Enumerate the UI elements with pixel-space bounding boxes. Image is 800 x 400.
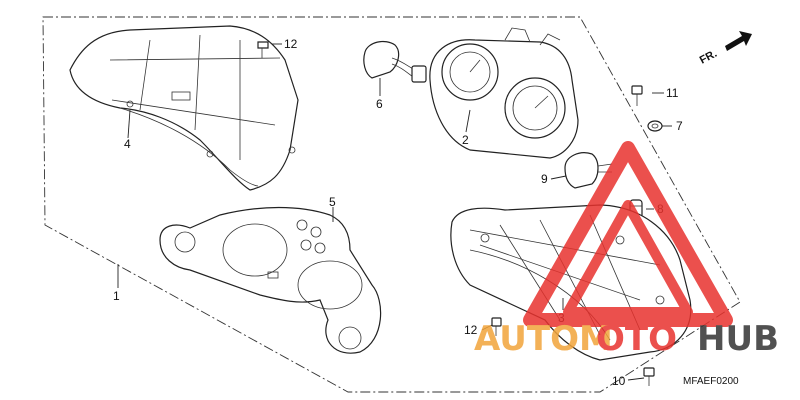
part-11-screw [631,85,643,106]
front-arrow-icon [725,31,752,51]
part-10-screw [643,367,655,386]
part-6-socket-connector [363,40,427,83]
callout-11: 11 [666,86,679,100]
callout-2: 2 [462,133,469,147]
callout-5: 5 [329,195,336,209]
callout-12-lower: 12 [464,323,478,337]
diagram-code: MFAEF0200 [683,376,739,387]
watermark-text-right: HUB [697,319,779,359]
callout-7: 7 [676,119,683,133]
callout-9: 9 [541,172,548,186]
front-direction-indicator: FR. [698,31,752,67]
callout-6: 6 [376,97,383,111]
callout-10: 10 [612,374,626,388]
callout-1: 1 [113,289,120,303]
part-7-grommet [647,120,663,132]
part-12-screw-lower [491,317,502,336]
assembly-frame [42,16,741,393]
front-label: FR. [698,48,719,67]
leader-lines [117,43,672,381]
callout-4: 4 [124,137,131,151]
watermark-logo: AUTOM OTO HUB [474,141,779,359]
watermark-triangle-outer [523,141,733,327]
watermark-text-mid: OTO [596,319,677,359]
part-12-screw-upper [257,41,269,58]
part-5-meter-panel [159,206,382,354]
watermark-text-left: AUTOM [474,319,613,359]
callout-12-upper: 12 [284,37,298,51]
watermark-triangle-inner [563,200,693,317]
part-9-sensor [564,152,613,189]
part-4-meter-visor [69,25,299,191]
part-2-meter-assembly [429,27,579,159]
